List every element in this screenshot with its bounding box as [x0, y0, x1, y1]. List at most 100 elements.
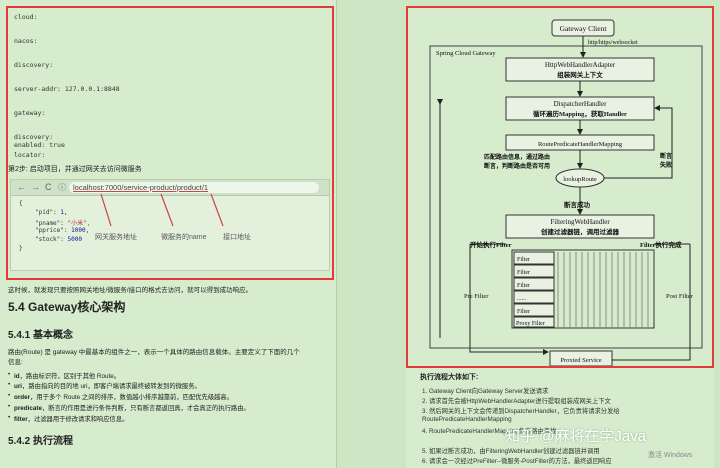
code-line: server-addr: 127.0.0.1:8848 [14, 85, 120, 93]
url-host: localhost:7000/ [73, 183, 124, 192]
filter-done-label: Filter执行完成 [640, 240, 682, 249]
fail-label-1: 断言 [660, 152, 672, 160]
filter-cell-label: Filter [517, 257, 530, 263]
flow-title: 执行流程大体如下: [420, 374, 479, 381]
term: predicate [14, 405, 42, 412]
term: filter [14, 416, 28, 423]
step2-text: 第2步: 启动项目，并通过网关去访问微服务 [8, 166, 142, 173]
json-row: "pid": 1, [35, 209, 68, 216]
flow-step: 3. 然后网关的上下文会传递到DispatcherHandler，它负责将请求分… [422, 408, 620, 415]
json-row: "stock": 5000 [35, 236, 82, 243]
browser-toolbar: ← → C ⓘ localhost:7000/service-product/p… [11, 180, 329, 196]
code-line: enabled: true [14, 141, 65, 149]
url-path: /product/1 [174, 183, 209, 192]
json-key: "pprice" [35, 227, 64, 234]
filter-chain-box [511, 249, 655, 329]
filtering-label: FilteringWebHandler [550, 218, 610, 226]
address-bar[interactable]: localhost:7000/service-product/product/1 [69, 182, 319, 193]
flow-step: 1. Gateway Client向Gateway Server发送请求 [422, 388, 549, 395]
code-line: gateway: [14, 109, 46, 117]
section-heading: 5.4 Gateway核心架构 [8, 300, 126, 314]
proxied-label: Proxied Service [560, 357, 601, 364]
list-item: •id，路由标识符，区别于其他 Route。 [8, 371, 121, 380]
lookup-label: lookupRoute [563, 176, 597, 183]
success-label: 断言成功 [564, 200, 591, 209]
filter-cell-label: Filter [517, 283, 530, 289]
post-filter-label: Post Filter [666, 293, 694, 300]
filtering-box [505, 214, 655, 239]
subsection-heading-concept: 5.4.1 基本概念 [8, 330, 74, 341]
list-item: •predicate，断言的作用是进行条件判断，只有断言都返回真，才会真正的执行… [8, 403, 250, 412]
filter-cells [513, 251, 649, 328]
document-left-page: cloud: nacos: discovery: server-addr: 12… [0, 0, 336, 468]
flow-step: RoutePredicateHandlerMapping [422, 416, 512, 423]
filter-cell-label: Filter [517, 270, 530, 276]
term: uri [14, 383, 23, 390]
url-service: service-product [123, 183, 175, 192]
flow-step: 5. 如果过断言成功，由FilteringWebHandler创建过滤器链并调用 [422, 448, 600, 455]
filter-cell-label: Filter [517, 309, 530, 315]
back-button[interactable]: ← [17, 182, 26, 192]
forward-button[interactable]: → [31, 182, 40, 192]
json-row: "pprice": 1000, [35, 227, 90, 234]
flow-step: 2. 请求首先会被HttpWebHandlerAdapter进行提取组装成网关上… [422, 398, 611, 405]
note-text: 这时候，就发现只要按照网关地址/微服务/接口的格式去访问，就可以得到成功响应。 [8, 287, 253, 294]
json-close-brace: } [19, 245, 23, 252]
zhihu-watermark: 知乎 @麻将在学Java [505, 428, 647, 445]
protocol-label: http/https/websocket [588, 40, 638, 46]
desc: ，过滤器用于修改请求和响应信息。 [27, 416, 129, 423]
json-row: "pname": "小米", [35, 220, 91, 227]
json-value: "小米", [67, 220, 91, 227]
list-item: •order，用于多个 Route 之间的排序，数值越小排序越靠前，匹配优先级越… [8, 392, 234, 401]
activate-windows-text: 激活 Windows [648, 452, 693, 459]
adapter-label: HttpWebHandlerAdapter [545, 61, 616, 69]
json-value: 1000, [71, 227, 90, 234]
json-key: "stock" [35, 236, 61, 243]
term: order [14, 394, 31, 401]
browser-window: ← → C ⓘ localhost:7000/service-product/p… [10, 179, 330, 271]
dispatcher-desc: 循环遍历Mapping，获取Handler [533, 109, 627, 118]
desc: ，用于多个 Route 之间的排序，数值越小排序越靠前，匹配优先级越高。 [30, 394, 234, 401]
code-line: locator: [14, 151, 46, 159]
annotation-service-name: 微服务的name [161, 234, 207, 241]
flow-step: 6. 请求会一次经过PreFilter--微服务-PostFilter的方法，最… [422, 458, 612, 465]
start-filter-label: 开始执行Filter [470, 240, 512, 249]
annotation-endpoint: 接口地址 [223, 234, 251, 241]
desc: ，路由标识符，区别于其他 Route。 [19, 373, 121, 380]
annotation-arrows [100, 193, 224, 227]
page-divider [336, 0, 337, 468]
client-label: Gateway Client [560, 24, 608, 33]
code-line: discovery: [14, 133, 54, 141]
json-value: 5000 [67, 236, 82, 243]
pre-filter-label: Pre Filter [464, 293, 489, 300]
filter-cell-label: ...... [517, 296, 527, 302]
json-value: 1, [60, 209, 68, 216]
gateway-container [429, 45, 703, 349]
intro-text-cont: 信息: [8, 359, 23, 366]
desc: ，断言的作用是进行条件判断，只有断言都返回真，才会真正的执行路由。 [42, 405, 250, 412]
match-desc-1: 匹配路由信息，通过路由 [484, 153, 550, 161]
code-line: nacos: [14, 37, 38, 45]
subsection-heading-flow: 5.4.2 执行流程 [8, 436, 74, 447]
desc: ，路由指向的目的地 uri，即客户端请求最终被转发到的微服务。 [22, 383, 201, 390]
json-key: "pid" [35, 209, 54, 216]
term: id [14, 373, 20, 380]
mapping-label: RoutePredicateHandlerMapping [538, 141, 623, 148]
reload-button[interactable]: C [45, 182, 52, 192]
flow-step: 4. RoutePredicateHandlerMapping负责路由查找 [422, 428, 557, 435]
code-line: discovery: [14, 61, 54, 69]
match-desc-2: 断言，判断路由是否可用 [484, 162, 550, 170]
list-item: •filter，过滤器用于修改请求和响应信息。 [8, 414, 129, 423]
dispatcher-label: DispatcherHandler [554, 100, 608, 108]
site-info-icon[interactable]: ⓘ [58, 183, 66, 192]
fail-label-2: 失败 [660, 161, 672, 169]
adapter-desc: 组装网关上下文 [557, 70, 603, 79]
json-open-brace: { [19, 200, 23, 207]
list-item: •uri，路由指向的目的地 uri，即客户端请求最终被转发到的微服务。 [8, 381, 201, 390]
filter-cell-label: Proxy Filter [516, 321, 545, 327]
annotation-gateway-address: 网关服务地址 [95, 234, 137, 241]
code-line: cloud: [14, 13, 38, 21]
container-label: Spring Cloud Gateway [436, 50, 496, 57]
intro-text: 路由(Route) 是 gateway 中最基本的组件之一，表示一个具体的路由信… [8, 349, 300, 356]
